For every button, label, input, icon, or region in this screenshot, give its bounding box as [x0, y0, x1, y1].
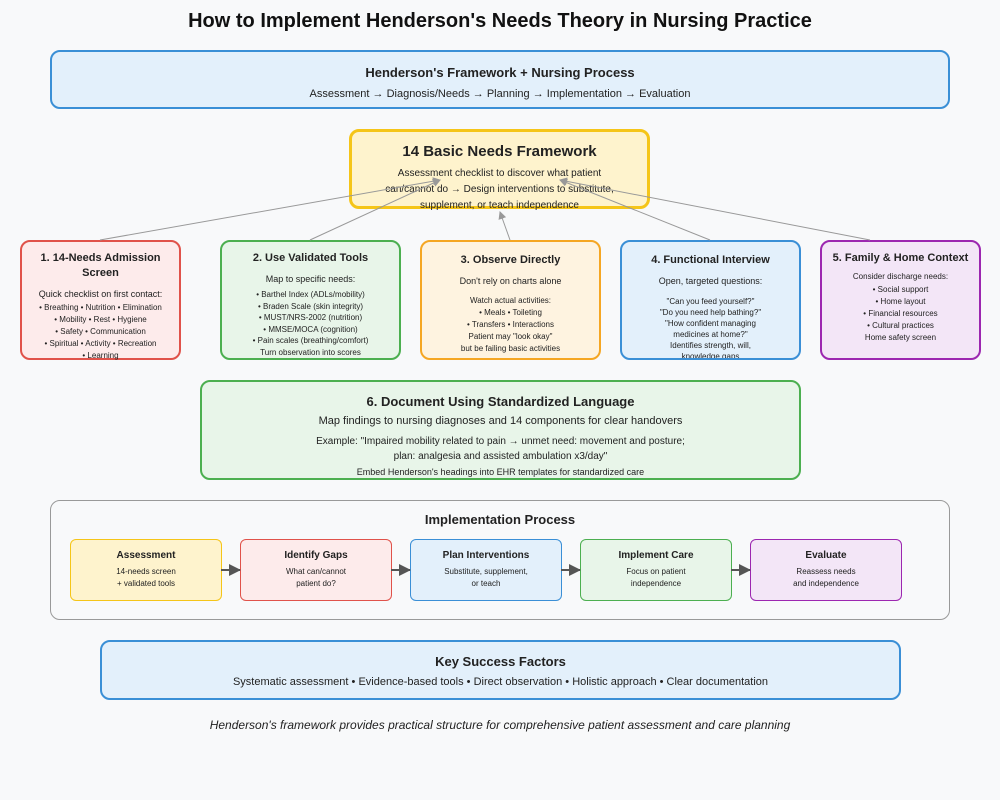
card-list-item: • Safety • Communication [55, 327, 146, 336]
card-list-item: Turn observation into scores [260, 347, 361, 357]
step-description-line: Reassess needs [796, 567, 856, 576]
card-subtitle: Map to specific needs: [222, 273, 399, 285]
card-list: Watch actual activities: • Meals • Toile… [422, 295, 599, 355]
card-list-item: • Learning [82, 351, 119, 360]
card-list-item: • Financial resources [863, 309, 938, 318]
step-description-line: or teach [471, 579, 501, 588]
card-subtitle: Quick checklist on first contact: [22, 288, 179, 300]
step-identify-gaps: Identify Gaps What can/cannot patient do? [240, 539, 392, 601]
card-list-item: but be failing basic activities [460, 344, 561, 353]
card-list-item: • MMSE/MOCA (cognition) [263, 324, 358, 334]
process-title: Implementation Process [424, 512, 576, 527]
card-list-item: • Braden Scale (skin integrity) [257, 301, 364, 311]
card-subtitle: Don't rely on charts alone [422, 275, 599, 287]
step-title: Plan Interventions [442, 550, 530, 561]
card-list-item: • MUST/NRS-2002 (nutrition) [258, 313, 363, 322]
card-validated-tools: 2. Use Validated Tools Map to specific n… [220, 240, 401, 360]
card-list-item: Watch actual activities: [469, 296, 552, 305]
card-functional-interview: 4. Functional Interview Open, targeted q… [620, 240, 801, 360]
documentation-example-line: Example: "Impaired mobility related to p… [316, 436, 685, 447]
card-list-item: • Breathing • Nutrition • Elimination [39, 303, 162, 312]
card-list-item: • Barthel Index (ADLs/mobility) [256, 290, 365, 299]
card-list-item: "Do you need help bathing?" [659, 308, 762, 317]
step-plan-interventions: Plan Interventions Substitute, supplemen… [410, 539, 562, 601]
card-family-home: 5. Family & Home Context Consider discha… [820, 240, 981, 360]
card-list-item: • Cultural practices [867, 321, 934, 330]
card-list-item: knowledge gaps [681, 352, 740, 360]
card-title: 1. 14-Needs Admission Screen [40, 252, 161, 279]
card-admission-screen: 1. 14-Needs Admission Screen Quick check… [20, 240, 181, 360]
card-subtitle-line: Don't rely on charts alone [459, 276, 562, 286]
step-description-line: 14-needs screen [116, 567, 176, 576]
step-title: Assessment [116, 550, 176, 561]
documentation-title: 6. Document Using Standardized Language [366, 394, 635, 409]
card-title: 2. Use Validated Tools [252, 252, 369, 264]
card-list-item: • Transfers • Interactions [467, 320, 554, 329]
page-title: How to Implement Henderson's Needs Theor… [188, 10, 812, 32]
step-description-line: + validated tools [116, 579, 176, 588]
documentation-example-line: plan: analgesia and assisted ambulation … [393, 451, 608, 462]
card-list: • Breathing • Nutrition • Elimination • … [22, 302, 179, 362]
needs-description: Assessment checklist to discover what pa… [385, 168, 614, 211]
step-description-line: Substitute, supplement, [444, 567, 528, 576]
card-title: 4. Functional Interview [651, 254, 770, 266]
step-description: 14-needs screen + validated tools [71, 566, 221, 590]
success-factors-box: Key Success Factors Systematic assessmen… [100, 640, 901, 700]
card-list-item: • Home layout [875, 297, 926, 306]
step-description: What can/cannot patient do? [241, 566, 391, 590]
card-observe-directly: 3. Observe Directly Don't rely on charts… [420, 240, 601, 360]
card-list-item: Patient may "look okay" [468, 332, 553, 341]
step-title: Evaluate [805, 550, 847, 561]
framework-title: Henderson's Framework + Nursing Process [365, 65, 635, 80]
card-list-item: "How confident managing [665, 319, 756, 328]
footer-note: Henderson's framework provides practical… [209, 718, 791, 732]
card-list-item: Home safety screen [864, 333, 937, 342]
card-title: 5. Family & Home Context [832, 252, 969, 264]
step-title: Implement Care [618, 550, 694, 561]
card-subtitle: Open, targeted questions: [622, 275, 799, 287]
step-assessment: Assessment 14-needs screen + validated to… [70, 539, 222, 601]
card-list: "Can you feed yourself?" "Do you need he… [622, 296, 799, 360]
card-list-item: • Spiritual • Activity • Recreation [44, 339, 157, 348]
step-description: Focus on patient independence [581, 566, 731, 590]
documentation-note: Embed Henderson's headings into EHR temp… [356, 467, 645, 477]
card-list-item: "Can you feed yourself?" [666, 297, 755, 306]
framework-flow: Assessment → Diagnosis/Needs → Planning … [309, 88, 691, 100]
success-text: Systematic assessment • Evidence-based t… [232, 676, 769, 688]
card-title: 3. Observe Directly [460, 254, 561, 266]
card-subtitle-line: Quick checklist on first contact: [38, 289, 163, 299]
step-evaluate: Evaluate Reassess needs and independence [750, 539, 902, 601]
step-description: Substitute, supplement, or teach [411, 566, 561, 590]
card-list-item: Identifies strength, will, [670, 341, 751, 350]
card-subtitle-line: Map to specific needs: [265, 274, 356, 284]
card-subtitle-line: Open, targeted questions: [658, 276, 763, 286]
documentation-box: 6. Document Using Standardized Language … [200, 380, 801, 480]
card-subtitle: Consider discharge needs: [822, 271, 979, 283]
step-description-line: and independence [793, 579, 859, 588]
documentation-example: Example: "Impaired mobility related to p… [202, 434, 799, 464]
connector-line [498, 211, 511, 241]
needs-framework-box: 14 Basic Needs Framework Assessment chec… [349, 129, 650, 211]
card-list-item: • Meals • Toileting [479, 308, 542, 317]
step-title: Identify Gaps [284, 550, 348, 561]
needs-title: 14 Basic Needs Framework [402, 143, 597, 160]
framework-box: Henderson's Framework + Nursing Process … [50, 50, 950, 109]
implementation-process-box: Implementation Process Assessment 14-nee… [50, 500, 950, 620]
step-description-line: What can/cannot [285, 567, 347, 576]
success-title: Key Success Factors [435, 654, 566, 669]
step-description-line: patient do? [296, 579, 336, 588]
card-subtitle-line: Consider discharge needs: [852, 272, 949, 281]
card-list: • Barthel Index (ADLs/mobility) • Braden… [222, 289, 399, 358]
step-description: Reassess needs and independence [751, 566, 901, 590]
card-list-item: • Pain scales (breathing/comfort) [252, 336, 369, 345]
card-list-item: • Mobility • Rest • Hygiene [54, 315, 147, 324]
step-description-line: Focus on patient [626, 567, 686, 576]
documentation-subtitle: Map findings to nursing diagnoses and 14… [318, 415, 683, 427]
card-list: • Social support • Home layout • Financi… [822, 284, 979, 344]
step-description-line: independence [630, 579, 682, 588]
card-list-item: medicines at home?" [673, 330, 748, 339]
step-implement-care: Implement Care Focus on patient independe… [580, 539, 732, 601]
card-list-item: • Social support [872, 285, 929, 294]
